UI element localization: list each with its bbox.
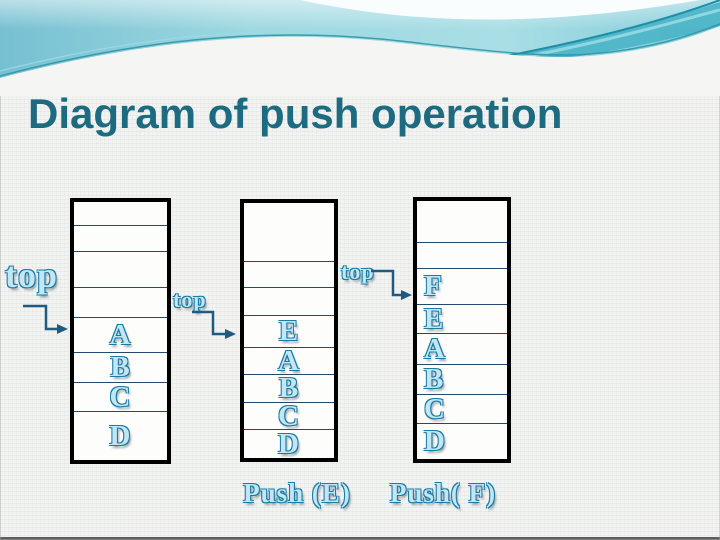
top-pointer-label-3: top — [341, 259, 375, 284]
stack-cell-e: E — [244, 316, 334, 348]
stack-letter: B — [424, 363, 445, 395]
stack-letter: F — [424, 270, 443, 302]
stack-cell-empty — [74, 226, 167, 252]
stack-letter: A — [278, 344, 300, 377]
stack-letter: C — [109, 380, 132, 413]
teal-streak-band — [430, 2, 720, 70]
stack-cell-c: C — [74, 380, 167, 413]
stack-cell-b: B — [417, 365, 507, 395]
stack-letter: D — [424, 425, 446, 457]
stack-cell-empty — [244, 288, 334, 316]
stack-cell-c: C — [244, 399, 334, 432]
stack-cell-e: E — [417, 302, 507, 335]
arrowhead-2-icon — [225, 329, 236, 339]
stack-letter: E — [424, 302, 445, 335]
stack-cell-d: D — [417, 424, 507, 459]
stack-cell-a: A — [74, 318, 167, 353]
stack-letter: A — [109, 318, 132, 351]
stack-letter: C — [424, 392, 446, 425]
stack-cell-empty — [74, 202, 167, 226]
top-white-sliver — [300, 0, 700, 20]
stack-cell-a: A — [417, 334, 507, 365]
top-pointer-arrow-3 — [371, 269, 402, 297]
stack-cell-b: B — [244, 372, 334, 404]
stack-cell-empty — [74, 252, 167, 288]
caption-push-e: Push (E) — [243, 478, 351, 508]
main-white-wave — [0, 26, 720, 96]
stack-cell-empty — [244, 203, 334, 262]
arrowhead-1-icon — [57, 324, 68, 334]
stack-cell-d: D — [244, 427, 334, 460]
top-pointer-label-2: top — [173, 287, 207, 312]
stack-letter: D — [109, 419, 132, 452]
wave-accent-line-2 — [0, 31, 401, 72]
top-pointer-arrow-1 — [23, 304, 58, 331]
stack-cell-b: B — [74, 353, 167, 383]
stack-letter: B — [278, 372, 300, 404]
stack-cell-f: F — [417, 269, 507, 305]
stack-cell-empty — [74, 288, 167, 318]
stack-cell-empty — [417, 243, 507, 269]
stack-cell-empty — [244, 262, 334, 288]
caption-push-f: Push( F) — [389, 478, 497, 508]
stack-letter: D — [278, 427, 300, 460]
stack-cell-empty — [417, 201, 507, 243]
stack-cell-a: A — [244, 344, 334, 377]
stack-letter: A — [424, 332, 446, 365]
stack-letter: C — [278, 399, 300, 432]
arrowhead-3-icon — [401, 290, 412, 300]
top-pointer-label-1: top — [5, 255, 59, 295]
stack-letter: E — [278, 315, 300, 347]
slide-title: Diagram of push operation — [28, 90, 563, 137]
stack-letter: B — [110, 351, 131, 383]
stack-cell-c: C — [417, 392, 507, 425]
stack-cell-d: D — [74, 412, 167, 460]
top-pointer-arrow-2 — [192, 310, 226, 336]
wave-accent-line — [0, 23, 720, 77]
header-wave-decoration — [0, 0, 720, 96]
